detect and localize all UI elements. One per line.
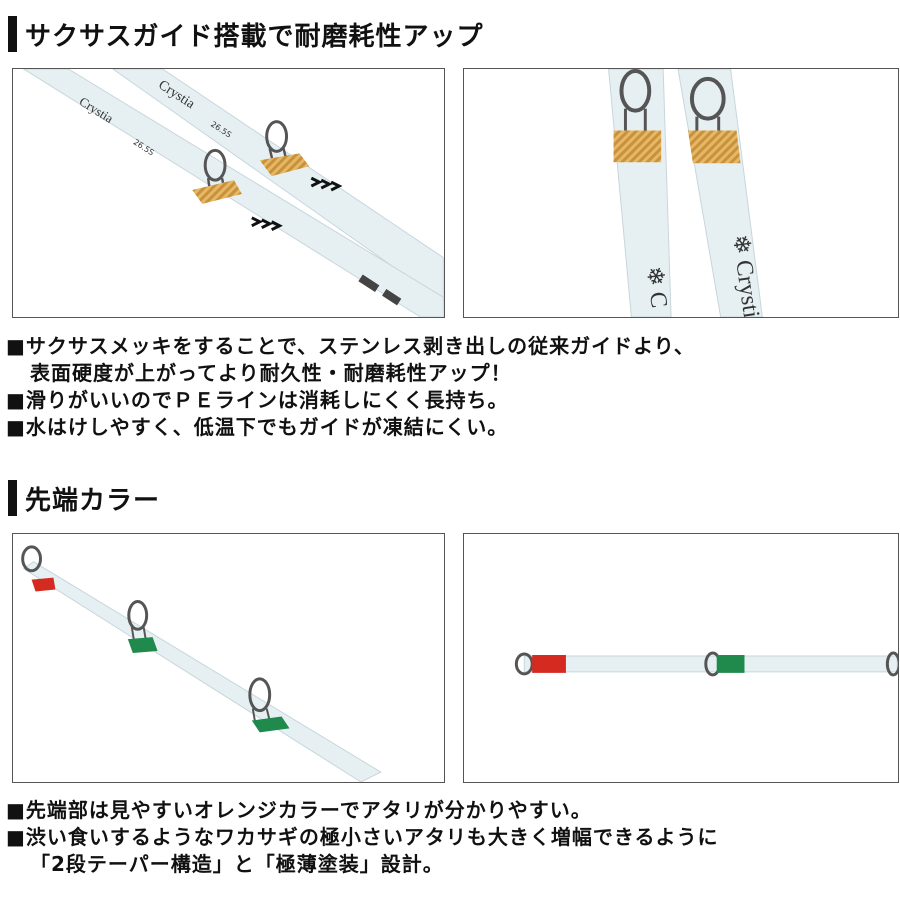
header-bar bbox=[8, 480, 17, 516]
section-title: 先端カラー bbox=[25, 485, 161, 516]
section-title: サクサスガイド搭載で耐磨耗性アップ bbox=[25, 21, 484, 52]
header-bar bbox=[8, 16, 17, 52]
bullet-item: ■滑りがいいのでＰＥラインは消耗しにくく長持ち。 bbox=[6, 388, 509, 412]
svg-text:❄ C: ❄ C bbox=[640, 265, 672, 310]
section-header-tip-color: 先端カラー bbox=[8, 478, 160, 518]
bullet-item-continued: 「2段テーパー構造」と「極薄塗装」設計。 bbox=[30, 852, 444, 876]
bullet-item: ■水はけしやすく、低温下でもガイドが凍結にくい。 bbox=[6, 415, 509, 439]
photo-sacsas-guides-diagonal: Crystia Crystia 26.5S 26.5S bbox=[12, 68, 445, 318]
photo-sacsas-guides-vertical: ❄ C ❄ Crystia bbox=[463, 68, 899, 318]
bullet-item-continued: 表面硬度が上がってより耐久性・耐磨耗性アップ！ bbox=[30, 361, 512, 385]
bullet-item: ■サクサスメッキをすることで、ステンレス剥き出しの従来ガイドより、 bbox=[6, 334, 695, 358]
section-header-sacsas: サクサスガイド搭載で耐磨耗性アップ bbox=[8, 14, 483, 54]
bullet-item: ■渋い食いするようなワカサギの極小さいアタリも大きく増幅できるように bbox=[6, 825, 719, 849]
photo-tip-color-diagonal bbox=[12, 533, 445, 783]
tip-color-feature-list: ■先端部は見やすいオレンジカラーでアタリが分かりやすい。 ■渋い食いするようなワ… bbox=[6, 797, 719, 878]
sacsas-feature-list: ■サクサスメッキをすることで、ステンレス剥き出しの従来ガイドより、 表面硬度が上… bbox=[6, 333, 695, 441]
photo-tip-color-horizontal bbox=[463, 533, 899, 783]
bullet-item: ■先端部は見やすいオレンジカラーでアタリが分かりやすい。 bbox=[6, 798, 592, 822]
